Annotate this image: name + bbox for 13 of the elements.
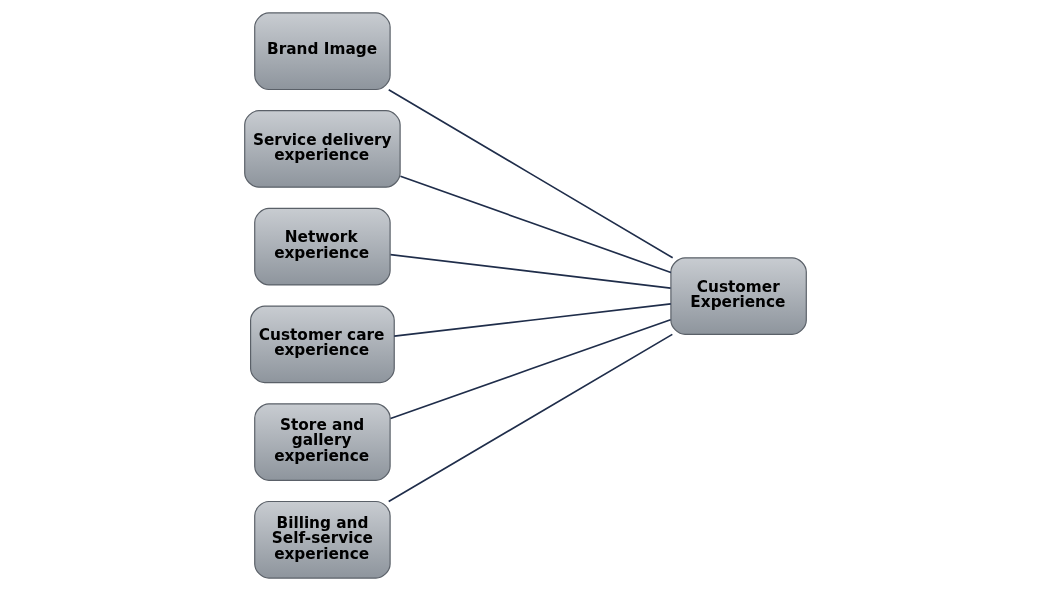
node-box: Customer care experience bbox=[250, 305, 395, 384]
node-box: Service delivery experience bbox=[244, 110, 401, 188]
connector bbox=[399, 175, 672, 274]
node-box: Store and gallery experience bbox=[254, 403, 391, 481]
connector bbox=[387, 333, 674, 503]
node-box: Network experience bbox=[254, 207, 391, 286]
node-box: Brand Image bbox=[254, 12, 391, 91]
node-box: Customer Experience bbox=[670, 257, 807, 335]
connector bbox=[387, 88, 674, 259]
connector bbox=[389, 253, 672, 289]
node-box: Billing and Self-service experience bbox=[254, 500, 391, 579]
connector bbox=[393, 303, 672, 337]
connector bbox=[389, 318, 672, 420]
